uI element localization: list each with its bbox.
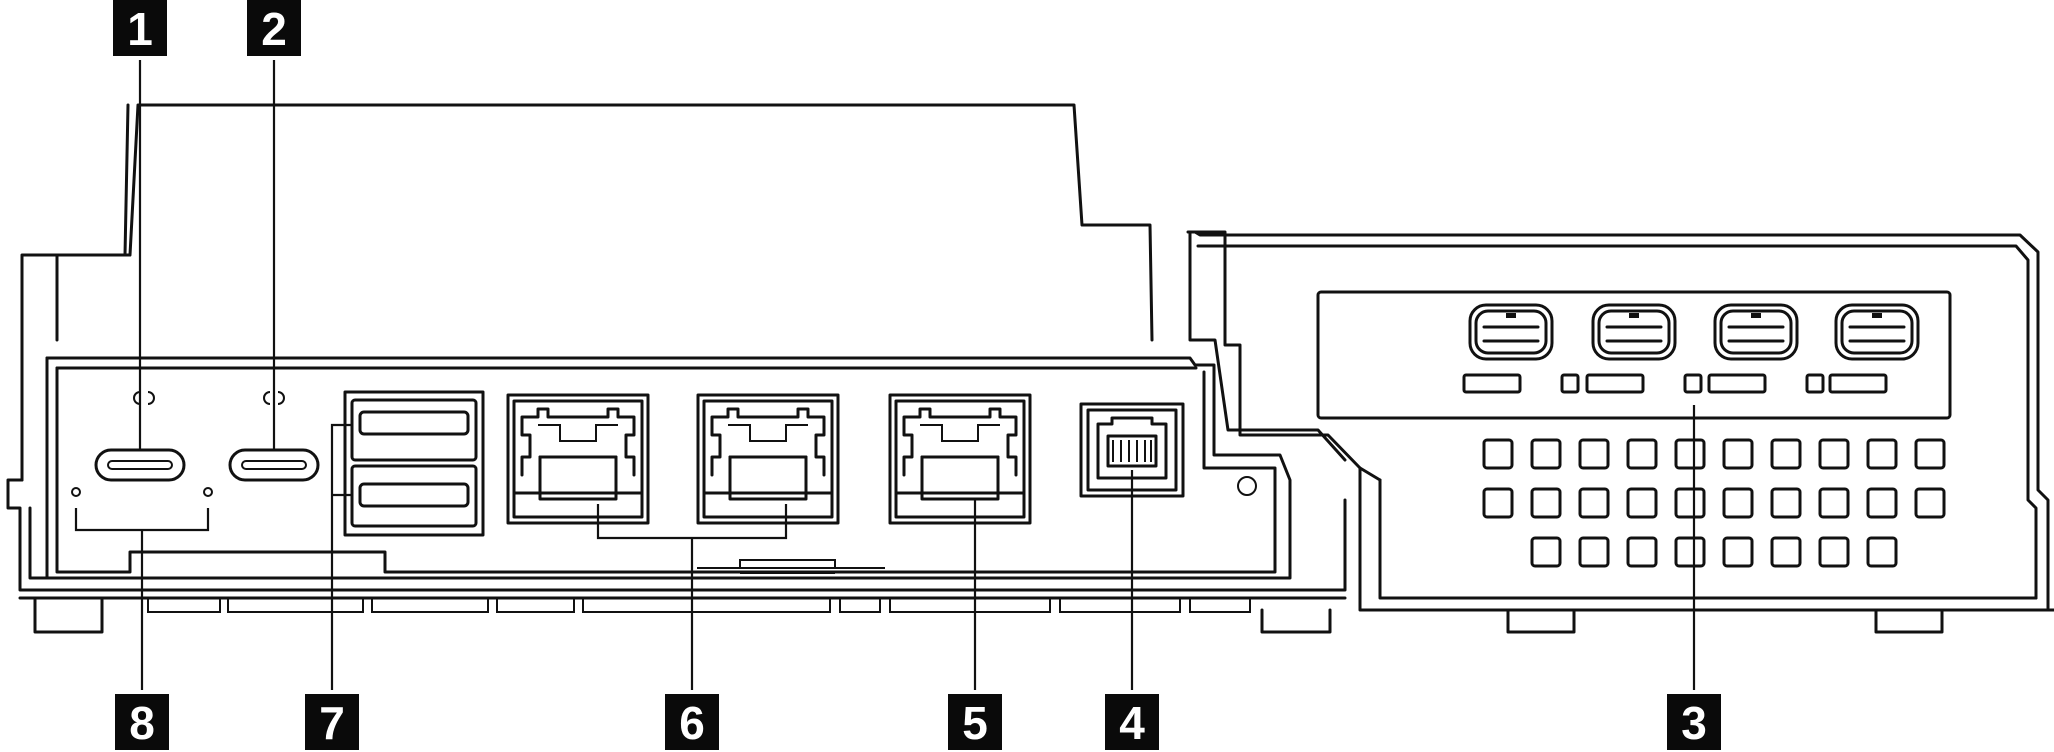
card-port-1[interactable] bbox=[1462, 303, 1580, 394]
leader-lines bbox=[74, 60, 1696, 690]
vent-slot bbox=[1578, 487, 1610, 519]
card-port-2[interactable] bbox=[1585, 303, 1703, 394]
vent-slot bbox=[1530, 438, 1562, 470]
usb-a-ports[interactable] bbox=[343, 390, 485, 537]
vent-slot bbox=[1722, 536, 1754, 568]
vent-slot bbox=[1770, 536, 1802, 568]
callout-badge-4: 4 bbox=[1105, 694, 1159, 750]
vent-slot bbox=[1578, 438, 1610, 470]
vent-slot bbox=[1482, 438, 1514, 470]
vent-slot bbox=[1674, 438, 1706, 470]
callout-label-7: 7 bbox=[319, 697, 345, 749]
vent-slot bbox=[1626, 438, 1658, 470]
vent-slot bbox=[1770, 438, 1802, 470]
card-port-4[interactable] bbox=[1828, 303, 1920, 394]
callout-label-6: 6 bbox=[679, 697, 705, 749]
card-port-led-2 bbox=[1683, 373, 1703, 394]
vent-slot bbox=[1818, 438, 1850, 470]
callout-badge-3: 3 bbox=[1667, 694, 1721, 750]
vent-slot bbox=[1866, 536, 1898, 568]
vent-slot bbox=[1914, 487, 1946, 519]
callout-badge-1: 1 bbox=[113, 0, 167, 56]
vent-slot bbox=[1722, 487, 1754, 519]
vent-slot bbox=[1482, 487, 1514, 519]
vent-slot bbox=[1914, 438, 1946, 470]
vent-slot bbox=[1626, 487, 1658, 519]
ethernet-port-2[interactable] bbox=[696, 393, 840, 525]
vent-slot bbox=[1578, 536, 1610, 568]
card-port-led-1 bbox=[1560, 373, 1580, 394]
card-port-3[interactable] bbox=[1707, 303, 1825, 394]
vent-slot bbox=[1626, 536, 1658, 568]
callout-badge-8: 8 bbox=[115, 694, 169, 750]
screw-hole bbox=[1237, 476, 1257, 496]
vent-slot bbox=[1818, 536, 1850, 568]
vent-grid bbox=[1482, 438, 1946, 568]
chassis-outline bbox=[6, 103, 2054, 634]
callout-label-2: 2 bbox=[261, 3, 287, 55]
usb-c-port-right[interactable] bbox=[228, 448, 320, 482]
ethernet-port-3[interactable] bbox=[888, 393, 1032, 525]
single-ethernet-port[interactable] bbox=[888, 393, 1032, 525]
vent-slot bbox=[1530, 536, 1562, 568]
vent-slot bbox=[1866, 487, 1898, 519]
usb-c-port-left[interactable] bbox=[94, 448, 186, 482]
callout-badge-6: 6 bbox=[665, 694, 719, 750]
vent-slot bbox=[1818, 487, 1850, 519]
card-port-label-1 bbox=[1462, 373, 1522, 394]
callout-badge-2: 2 bbox=[247, 0, 301, 56]
display-connector[interactable] bbox=[1079, 402, 1185, 498]
port-indicator-marks bbox=[133, 391, 285, 405]
vent-slot bbox=[1722, 438, 1754, 470]
callout-badge-7: 7 bbox=[305, 694, 359, 750]
callout-label-3: 3 bbox=[1681, 697, 1707, 749]
expansion-card-ports bbox=[1316, 290, 1952, 420]
ethernet-port-1[interactable] bbox=[506, 393, 650, 525]
card-port-label-4 bbox=[1828, 373, 1888, 394]
dual-ethernet-ports[interactable] bbox=[506, 393, 840, 525]
callout-label-5: 5 bbox=[962, 697, 988, 749]
callout-label-1: 1 bbox=[127, 3, 153, 55]
vent-slot bbox=[1674, 536, 1706, 568]
vent-slot bbox=[1530, 487, 1562, 519]
led-indicators bbox=[71, 487, 213, 497]
vent-slot bbox=[1770, 487, 1802, 519]
vent-slot bbox=[1866, 438, 1898, 470]
vent-slot bbox=[1674, 487, 1706, 519]
callout-label-4: 4 bbox=[1119, 697, 1145, 749]
callout-badge-5: 5 bbox=[948, 694, 1002, 750]
card-port-led-3 bbox=[1805, 373, 1825, 394]
card-port-label-3 bbox=[1707, 373, 1767, 394]
card-port-label-2 bbox=[1585, 373, 1645, 394]
callout-label-8: 8 bbox=[129, 697, 155, 749]
